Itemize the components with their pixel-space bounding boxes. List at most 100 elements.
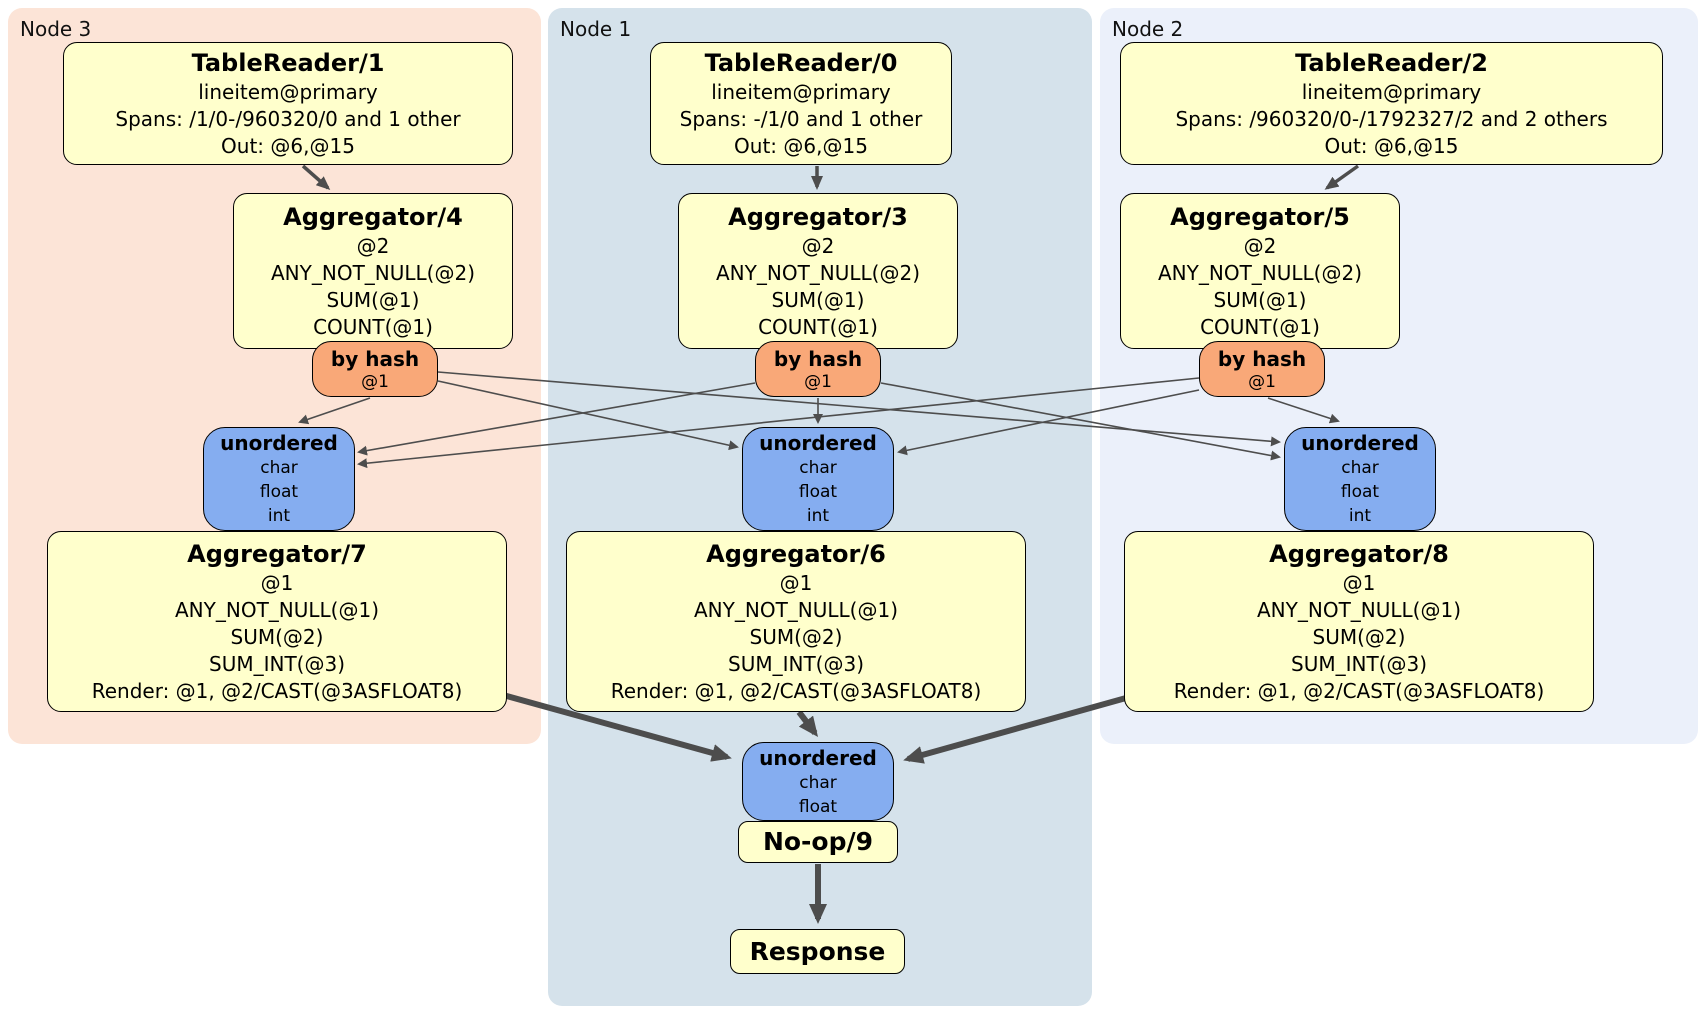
processor-detail: lineitem@primary bbox=[711, 79, 891, 104]
panel-node3-label: Node 3 bbox=[20, 17, 92, 41]
processor-title: Aggregator/5 bbox=[1170, 202, 1350, 231]
processor-detail: Render: @1, @2/CAST(@3ASFLOAT8) bbox=[91, 678, 463, 703]
sync-column: char bbox=[260, 458, 298, 478]
router-title: by hash bbox=[773, 346, 863, 371]
processor-detail: @2 bbox=[356, 233, 390, 258]
processor-title: Aggregator/3 bbox=[728, 202, 908, 231]
processor-aggregator-6: Aggregator/6 @1 ANY_NOT_NULL(@1) SUM(@2)… bbox=[566, 531, 1026, 712]
processor-detail: Spans: /960320/0-/1792327/2 and 2 others bbox=[1175, 106, 1608, 131]
sync-unordered-node1: unordered char float int bbox=[742, 427, 894, 531]
panel-node2-label: Node 2 bbox=[1112, 17, 1184, 41]
processor-detail: Render: @1, @2/CAST(@3ASFLOAT8) bbox=[610, 678, 982, 703]
processor-detail: @1 bbox=[260, 570, 294, 595]
processor-title: Aggregator/7 bbox=[187, 539, 367, 568]
processor-title: TableReader/2 bbox=[1295, 48, 1488, 77]
processor-detail: SUM_INT(@3) bbox=[209, 651, 345, 676]
processor-detail: Spans: /1/0-/960320/0 and 1 other bbox=[115, 106, 461, 131]
edge-tr2-agg5 bbox=[1324, 164, 1360, 190]
processor-detail: SUM(@1) bbox=[326, 287, 420, 312]
processor-detail: lineitem@primary bbox=[1301, 79, 1482, 104]
processor-detail: ANY_NOT_NULL(@1) bbox=[1257, 597, 1461, 622]
router-title: by hash bbox=[1217, 346, 1307, 371]
processor-detail: @2 bbox=[1243, 233, 1277, 258]
processor-detail: COUNT(@1) bbox=[313, 314, 433, 339]
sync-column: float bbox=[798, 482, 838, 502]
sync-unordered-node3: unordered char float int bbox=[203, 427, 355, 531]
panel-node1-label: Node 1 bbox=[560, 17, 632, 41]
processor-detail: Render: @1, @2/CAST(@3ASFLOAT8) bbox=[1173, 678, 1545, 703]
processor-detail: lineitem@primary bbox=[198, 79, 378, 104]
processor-detail: SUM(@2) bbox=[230, 624, 324, 649]
processor-detail: @1 bbox=[1342, 570, 1376, 595]
sync-column: char bbox=[799, 772, 837, 793]
processor-detail: ANY_NOT_NULL(@1) bbox=[694, 597, 898, 622]
edge-byhash3-unordered1 bbox=[437, 380, 739, 451]
processor-detail: @2 bbox=[801, 233, 835, 258]
sync-column: char bbox=[799, 458, 837, 478]
sync-title: unordered bbox=[1301, 431, 1419, 455]
router-columns: @1 bbox=[361, 371, 389, 392]
processor-aggregator-3: Aggregator/3 @2 ANY_NOT_NULL(@2) SUM(@1)… bbox=[678, 193, 958, 349]
sync-unordered-final: unordered char float bbox=[742, 742, 894, 821]
processor-detail: Out: @6,@15 bbox=[221, 133, 355, 158]
sync-column: int bbox=[267, 506, 291, 526]
sync-title: unordered bbox=[759, 431, 877, 455]
processor-detail: Out: @6,@15 bbox=[734, 133, 868, 158]
processor-title: Aggregator/6 bbox=[706, 539, 886, 568]
processor-detail: COUNT(@1) bbox=[758, 314, 878, 339]
sync-column: char bbox=[1341, 458, 1379, 478]
sync-column: float bbox=[798, 796, 838, 817]
processor-detail: SUM(@1) bbox=[1213, 287, 1307, 312]
edge-byhash1-unordered2 bbox=[880, 382, 1281, 461]
processor-title: Aggregator/8 bbox=[1269, 539, 1449, 568]
processor-aggregator-8: Aggregator/8 @1 ANY_NOT_NULL(@1) SUM(@2)… bbox=[1124, 531, 1594, 712]
edge-byhash2-unordered3 bbox=[357, 377, 1200, 469]
router-by-hash-node2: by hash @1 bbox=[1199, 341, 1325, 397]
sync-title: unordered bbox=[759, 745, 877, 770]
processor-detail: Out: @6,@15 bbox=[1324, 133, 1459, 158]
processor-detail: SUM_INT(@3) bbox=[728, 651, 864, 676]
processor-tablereader-1: TableReader/1 lineitem@primary Spans: /1… bbox=[63, 42, 513, 165]
processor-aggregator-4: Aggregator/4 @2 ANY_NOT_NULL(@2) SUM(@1)… bbox=[233, 193, 513, 349]
processor-detail: SUM(@2) bbox=[749, 624, 843, 649]
edge-byhash3-unordered3 bbox=[298, 397, 371, 425]
edge-agg6-final bbox=[796, 710, 819, 737]
processor-detail: ANY_NOT_NULL(@2) bbox=[716, 260, 920, 285]
router-columns: @1 bbox=[1248, 371, 1276, 392]
processor-title: Aggregator/4 bbox=[283, 202, 463, 231]
sync-column: int bbox=[806, 506, 830, 526]
sync-column: int bbox=[1348, 506, 1372, 526]
processor-detail: @1 bbox=[779, 570, 813, 595]
processor-title: TableReader/0 bbox=[704, 48, 898, 77]
sync-unordered-node2: unordered char float int bbox=[1284, 427, 1436, 531]
processor-aggregator-7: Aggregator/7 @1 ANY_NOT_NULL(@1) SUM(@2)… bbox=[47, 531, 507, 712]
edge-agg7-final bbox=[502, 692, 732, 762]
edge-byhash2-unordered2 bbox=[1267, 397, 1340, 424]
processor-title: No-op/9 bbox=[762, 827, 874, 856]
processor-detail: SUM(@1) bbox=[771, 287, 865, 312]
edge-tr1-agg4 bbox=[301, 164, 331, 190]
processor-tablereader-2: TableReader/2 lineitem@primary Spans: /9… bbox=[1120, 42, 1663, 165]
router-columns: @1 bbox=[804, 371, 832, 392]
processor-detail: ANY_NOT_NULL(@2) bbox=[271, 260, 475, 285]
edge-byhash1-unordered3 bbox=[357, 382, 756, 456]
edge-byhash2-unordered1 bbox=[897, 389, 1200, 456]
processor-tablereader-0: TableReader/0 lineitem@primary Spans: -/… bbox=[650, 42, 952, 165]
sync-column: float bbox=[259, 482, 299, 502]
router-title: by hash bbox=[330, 346, 420, 371]
sync-title: unordered bbox=[220, 431, 338, 455]
processor-detail: ANY_NOT_NULL(@2) bbox=[1158, 260, 1362, 285]
processor-aggregator-5: Aggregator/5 @2 ANY_NOT_NULL(@2) SUM(@1)… bbox=[1120, 193, 1400, 349]
sync-column: float bbox=[1340, 482, 1380, 502]
router-by-hash-node3: by hash @1 bbox=[312, 341, 438, 397]
processor-title: Response bbox=[749, 936, 886, 966]
processor-detail: COUNT(@1) bbox=[1200, 314, 1320, 339]
processor-detail: ANY_NOT_NULL(@1) bbox=[175, 597, 379, 622]
processor-detail: Spans: -/1/0 and 1 other bbox=[679, 106, 923, 131]
processor-noop-9: No-op/9 bbox=[738, 821, 898, 863]
response-node: Response bbox=[730, 929, 905, 974]
processor-detail: SUM(@2) bbox=[1312, 624, 1406, 649]
edge-agg8-final bbox=[903, 695, 1127, 764]
